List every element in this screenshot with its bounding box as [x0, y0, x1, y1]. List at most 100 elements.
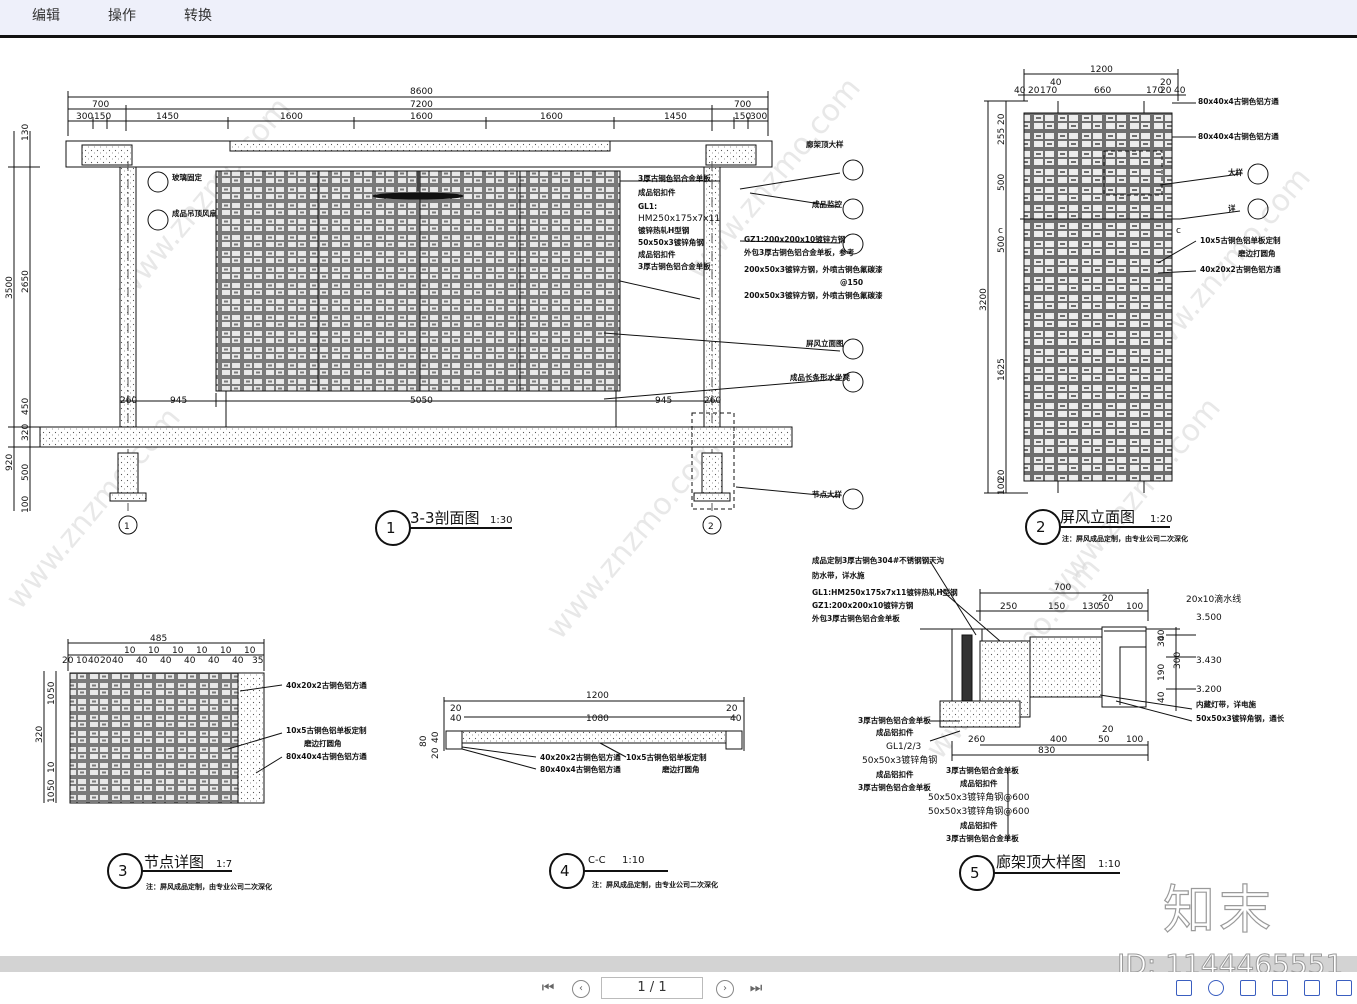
svg-text:40x20x2古铜色铝方通: 40x20x2古铜色铝方通 [540, 752, 621, 762]
drawing-canvas[interactable]: www.znzmo.com www.znzmo.com www.znzmo.co… [0, 41, 1357, 956]
svg-text:40: 40 [431, 731, 441, 743]
svg-text:成品吊顶风扇: 成品吊顶风扇 [172, 208, 217, 218]
svg-text:170: 170 [1146, 86, 1163, 96]
svg-text:成品铝扣件: 成品铝扣件 [876, 727, 914, 737]
svg-text:1450: 1450 [664, 112, 687, 122]
svg-text:150: 150 [94, 112, 111, 122]
svg-text:100: 100 [21, 496, 31, 513]
svg-text:40: 40 [730, 714, 742, 724]
svg-text:40: 40 [1050, 78, 1062, 88]
svg-text:40: 40 [232, 656, 244, 666]
svg-text:20: 20 [1160, 86, 1172, 96]
svg-text:成品铝扣件: 成品铝扣件 [960, 778, 998, 788]
continuous-scroll-icon[interactable] [1336, 980, 1352, 996]
svg-text:50x50x3镀锌角钢@600: 50x50x3镀锌角钢@600 [928, 791, 1030, 803]
svg-text:GZ1:200x200x10镀锌方钢: GZ1:200x200x10镀锌方钢 [812, 600, 914, 610]
svg-text:3厚古铜色铝合金单板: 3厚古铜色铝合金单板 [858, 715, 931, 725]
svg-text:玻璃固定: 玻璃固定 [172, 172, 202, 182]
svg-text:50: 50 [47, 779, 57, 791]
svg-text:80x40x4古铜色铝方通: 80x40x4古铜色铝方通 [1198, 96, 1279, 106]
svg-text:300: 300 [1173, 652, 1183, 669]
svg-text:500: 500 [997, 236, 1007, 253]
menu-convert[interactable]: 转换 [184, 8, 212, 24]
section-text: 8600 7200 700 700 300 150 1450 1600 1600… [5, 87, 883, 537]
svg-text:10: 10 [124, 646, 136, 656]
svg-text:50: 50 [47, 681, 57, 693]
svg-text:GL1/2/3: GL1/2/3 [886, 742, 921, 752]
svg-text:40x20x2古铜色铝方通: 40x20x2古铜色铝方通 [1200, 264, 1281, 274]
svg-text:1080: 1080 [586, 714, 609, 724]
svg-text:20: 20 [726, 704, 738, 714]
svg-text:1450: 1450 [156, 112, 179, 122]
svg-text:150: 150 [734, 112, 751, 122]
svg-text:100: 100 [997, 478, 1007, 495]
double-page-icon[interactable] [1304, 980, 1320, 996]
svg-text:40: 40 [160, 656, 172, 666]
svg-text:内藏灯带，详电施: 内藏灯带，详电施 [1196, 699, 1256, 709]
svg-text:大样: 大样 [1228, 167, 1244, 177]
svg-text:20: 20 [997, 113, 1007, 125]
svg-text:成品长条形水坐凳: 成品长条形水坐凳 [790, 372, 850, 382]
svg-text:1200: 1200 [1090, 65, 1113, 75]
svg-text:3: 3 [118, 862, 128, 880]
actual-size-icon[interactable] [1176, 980, 1192, 996]
svg-text:50x50x3镀锌角钢@600: 50x50x3镀锌角钢@600 [928, 805, 1030, 817]
svg-text:10: 10 [220, 646, 232, 656]
svg-text:c: c [998, 226, 1003, 236]
svg-text:成品铝扣件: 成品铝扣件 [876, 769, 914, 779]
svg-text:80x40x4古铜色铝方通: 80x40x4古铜色铝方通 [1198, 131, 1279, 141]
svg-text:260: 260 [120, 396, 137, 406]
svg-text:700: 700 [92, 100, 109, 110]
watermark: www.znzmo.com [539, 431, 728, 646]
svg-text:40: 40 [1174, 86, 1186, 96]
svg-text:节点大样: 节点大样 [812, 489, 842, 499]
svg-text:10: 10 [196, 646, 208, 656]
svg-text:屏风立面图: 屏风立面图 [1060, 508, 1135, 526]
svg-text:260: 260 [968, 735, 985, 745]
page-number-input[interactable]: 1 / 1 [601, 977, 703, 999]
menu-operate[interactable]: 操作 [108, 8, 136, 24]
svg-text:GZ1:200x200x10镀锌方钢: GZ1:200x200x10镀锌方钢 [744, 234, 846, 244]
svg-text:HM250x175x7x11: HM250x175x7x11 [638, 214, 720, 224]
first-page-icon[interactable]: ⏮ [541, 980, 555, 996]
svg-text:255: 255 [997, 128, 1007, 145]
svg-text:190: 190 [1157, 664, 1167, 681]
svg-text:1:30: 1:30 [490, 515, 512, 526]
svg-text:成品铝扣件: 成品铝扣件 [960, 820, 998, 830]
svg-text:485: 485 [150, 634, 167, 644]
svg-text:10: 10 [47, 761, 57, 773]
svg-text:3200: 3200 [979, 288, 989, 311]
svg-text:防水带，详水施: 防水带，详水施 [812, 570, 865, 580]
svg-text:40: 40 [208, 656, 220, 666]
svg-text:40: 40 [112, 656, 124, 666]
svg-text:外包3厚古铜色铝合金单板，参考: 外包3厚古铜色铝合金单板，参考 [744, 247, 855, 257]
scroll-track[interactable] [0, 956, 1357, 972]
node-text: 485 20 10 40 20 40 10 40 10 40 10 40 10 … [35, 634, 367, 891]
svg-text:1: 1 [386, 519, 396, 537]
svg-text:50x50x3镀锌角钢，通长: 50x50x3镀锌角钢，通长 [1196, 713, 1285, 723]
menu-edit[interactable]: 编辑 [32, 8, 60, 24]
svg-text:磨边打圆角: 磨边打圆角 [1237, 248, 1276, 258]
last-page-icon[interactable]: ⏭ [749, 980, 763, 996]
svg-text:10: 10 [148, 646, 160, 656]
svg-text:40: 40 [450, 714, 462, 724]
fit-page-icon[interactable] [1208, 980, 1224, 996]
next-page-icon[interactable]: › [716, 980, 734, 998]
svg-text:500: 500 [997, 174, 1007, 191]
prev-page-icon[interactable]: ‹ [572, 980, 590, 998]
svg-text:3.500: 3.500 [1196, 613, 1222, 623]
svg-text:20: 20 [1102, 725, 1114, 735]
fit-width-icon[interactable] [1240, 980, 1256, 996]
svg-text:10: 10 [76, 656, 88, 666]
svg-text:3.200: 3.200 [1196, 685, 1222, 695]
single-page-icon[interactable] [1272, 980, 1288, 996]
svg-text:50x50x3镀锌角钢: 50x50x3镀锌角钢 [638, 237, 704, 247]
svg-text:40: 40 [184, 656, 196, 666]
svg-text:100: 100 [1126, 602, 1143, 612]
svg-text:c: c [1176, 226, 1181, 236]
svg-text:4: 4 [560, 862, 570, 880]
svg-text:1:10: 1:10 [1098, 859, 1120, 870]
svg-text:660: 660 [1094, 86, 1111, 96]
svg-text:40: 40 [88, 656, 100, 666]
svg-text:945: 945 [170, 396, 187, 406]
